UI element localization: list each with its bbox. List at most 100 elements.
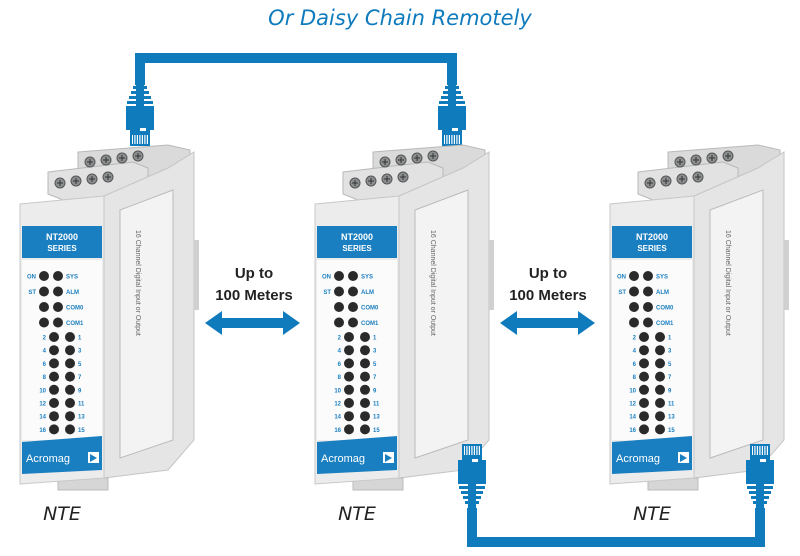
device-label-1: NTE — [43, 503, 81, 525]
led-label: 5 — [78, 362, 82, 368]
model-header — [612, 226, 692, 258]
side-label-text: 16 Channel Digital Input or Output — [724, 230, 731, 336]
led-label: 3 — [373, 349, 377, 355]
led-label: 5 — [668, 362, 672, 368]
led-label: 8 — [43, 375, 47, 381]
led-label: 9 — [668, 388, 672, 394]
channel-led — [360, 384, 370, 395]
distance-label-1: Up to 100 Meters — [189, 263, 319, 307]
status-led — [643, 302, 653, 312]
led-label: 3 — [78, 349, 82, 355]
led-label: COM0 — [361, 306, 379, 312]
distance-label-2: Up to 100 Meters — [483, 263, 613, 307]
distance-arrow-1 — [205, 311, 300, 335]
led-label: ON — [617, 275, 626, 281]
status-led — [629, 302, 639, 312]
channel-led — [655, 424, 665, 435]
channel-led — [65, 411, 75, 422]
brand-name: Acromag — [26, 453, 70, 465]
led-label: COM1 — [66, 321, 84, 327]
led-label: 8 — [338, 375, 342, 381]
channel-led — [49, 332, 59, 342]
led-label: 16 — [39, 428, 46, 434]
device-label-3: NTE — [633, 503, 671, 525]
status-led — [39, 317, 49, 328]
devices-group: 16 Channel Digital Input or Output NT2000… — [19, 144, 789, 491]
brand-name: Acromag — [321, 453, 365, 465]
led-label: 16 — [334, 428, 341, 434]
channel-led — [360, 371, 370, 382]
status-led — [643, 271, 653, 281]
led-label: 2 — [633, 336, 637, 342]
channel-led — [49, 384, 59, 395]
distance-label-line2: 100 Meters — [215, 287, 293, 304]
led-label: ALM — [361, 290, 374, 296]
led-label: 5 — [373, 362, 377, 368]
status-led — [39, 302, 49, 312]
din-rail-clip — [489, 240, 494, 310]
channel-led — [360, 411, 370, 422]
brand-footer — [317, 436, 397, 474]
din-rail-clip — [784, 240, 789, 310]
channel-led — [639, 424, 649, 435]
channel-led — [65, 332, 75, 342]
channel-led — [49, 424, 59, 435]
led-label: 14 — [39, 415, 46, 421]
channel-led — [655, 398, 665, 408]
led-label: 13 — [78, 415, 85, 421]
channel-led — [655, 384, 665, 395]
led-label: COM0 — [656, 306, 674, 312]
led-panel — [22, 260, 102, 440]
distance-label-line1: Up to — [234, 265, 274, 282]
led-label: 10 — [39, 388, 46, 394]
status-led — [53, 302, 63, 312]
distance-arrow-2 — [500, 311, 595, 335]
status-led — [629, 271, 639, 281]
led-label: 4 — [633, 349, 637, 355]
led-label: 11 — [668, 402, 675, 408]
nt2000-device: 16 Channel Digital Input or OutputNT2000… — [19, 144, 199, 491]
channel-led — [49, 371, 59, 382]
brand-footer — [22, 436, 102, 474]
status-led — [348, 271, 358, 281]
led-label: 2 — [338, 336, 342, 342]
brand-footer — [612, 436, 692, 474]
status-led — [53, 271, 63, 281]
channel-led — [49, 358, 59, 369]
channel-led — [49, 398, 59, 408]
channel-led — [344, 332, 354, 342]
channel-led — [49, 345, 59, 356]
led-label: ON — [27, 275, 36, 281]
diagram-title: Or Daisy Chain Remotely — [268, 6, 532, 30]
led-label: SYS — [361, 275, 373, 281]
channel-led — [360, 398, 370, 408]
led-label: 14 — [334, 415, 341, 421]
nt2000-device: 16 Channel Digital Input or OutputNT2000… — [609, 144, 789, 491]
led-label: 9 — [373, 388, 377, 394]
led-panel — [317, 260, 397, 440]
channel-led — [65, 424, 75, 435]
side-label-sticker — [709, 189, 764, 459]
led-label: 12 — [334, 402, 341, 408]
side-label-sticker — [414, 189, 469, 459]
status-led — [53, 317, 63, 328]
rj45-connector-icon — [438, 78, 466, 146]
channel-led — [655, 411, 665, 422]
led-label: 12 — [629, 402, 636, 408]
model-name: NT2000 — [341, 232, 373, 242]
led-label: SYS — [66, 275, 78, 281]
channel-led — [65, 384, 75, 395]
led-label: 13 — [668, 415, 675, 421]
channel-led — [639, 371, 649, 382]
led-label: 1 — [373, 336, 377, 342]
led-label: ST — [323, 290, 331, 296]
status-led — [348, 317, 358, 328]
led-label: COM1 — [361, 321, 379, 327]
channel-led — [639, 345, 649, 356]
channel-led — [344, 384, 354, 395]
channel-led — [65, 358, 75, 369]
led-label: 15 — [668, 428, 675, 434]
bottom-ethernet-cable — [458, 444, 774, 547]
led-label: 12 — [39, 402, 46, 408]
distance-label-line1: Up to — [528, 265, 568, 282]
